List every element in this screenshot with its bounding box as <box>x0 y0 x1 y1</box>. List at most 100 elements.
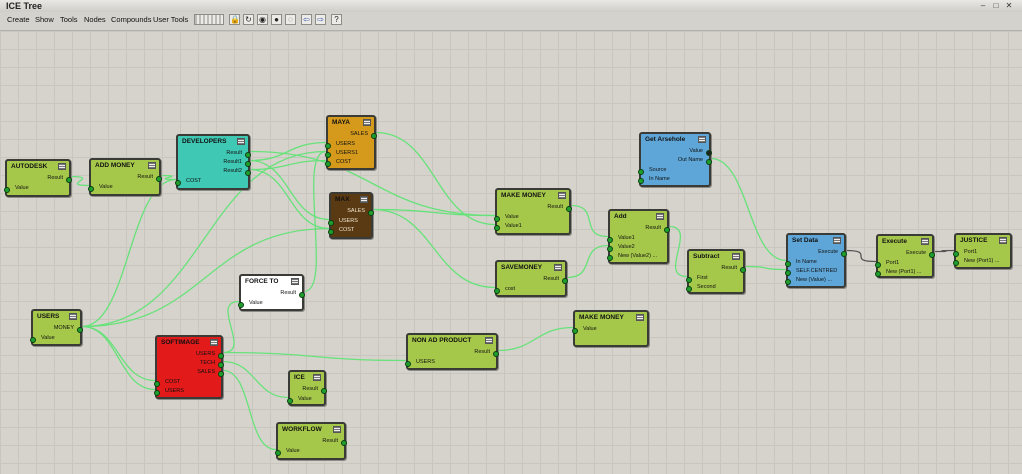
input-port-dot[interactable] <box>325 160 331 167</box>
output-port-dot[interactable] <box>218 352 224 359</box>
input-port-dot[interactable] <box>785 278 791 285</box>
node-menu-icon[interactable] <box>554 264 562 271</box>
minimize-icon[interactable]: – <box>980 1 986 10</box>
output-port[interactable]: Result <box>474 349 490 355</box>
back-arrow-icon[interactable]: ⇦ <box>301 14 312 25</box>
input-port-dot[interactable] <box>154 380 160 387</box>
input-port[interactable]: USERS1 <box>336 150 359 156</box>
input-port-dot[interactable] <box>953 259 959 266</box>
input-port[interactable]: USERS <box>416 359 435 365</box>
output-port-dot[interactable] <box>929 251 935 258</box>
output-port-dot[interactable] <box>664 226 670 233</box>
input-port[interactable]: Value <box>298 396 312 402</box>
menu-show[interactable]: Show <box>35 15 54 24</box>
output-port-dot[interactable] <box>566 205 572 212</box>
input-port[interactable]: Value <box>41 335 55 341</box>
input-port[interactable]: cost <box>505 286 516 292</box>
output-port[interactable]: SALES <box>197 369 215 375</box>
input-port-dot[interactable] <box>154 389 160 396</box>
input-port[interactable]: Second <box>697 284 716 290</box>
input-port[interactable]: New (Value2) ... <box>618 253 658 259</box>
help-icon[interactable]: ? <box>331 14 342 25</box>
output-port-dot[interactable] <box>245 151 251 158</box>
output-port[interactable]: MONEY <box>53 325 74 331</box>
input-port-dot[interactable] <box>494 287 500 294</box>
input-port-dot[interactable] <box>638 168 644 175</box>
input-port[interactable]: USERS <box>165 388 184 394</box>
output-port[interactable]: SALES <box>350 131 368 137</box>
output-port[interactable]: SALES <box>347 208 365 214</box>
output-port-dot[interactable] <box>245 169 251 176</box>
menu-tools[interactable]: Tools <box>60 15 78 24</box>
output-port[interactable]: Execute <box>818 249 838 255</box>
refresh-icon[interactable]: ↻ <box>243 14 254 25</box>
input-port-dot[interactable] <box>4 186 10 193</box>
output-port[interactable]: Result <box>302 386 318 392</box>
input-port-dot[interactable] <box>328 228 334 235</box>
input-port[interactable]: Port1 <box>964 249 978 255</box>
input-port-dot[interactable] <box>607 245 613 252</box>
output-port-dot[interactable] <box>706 149 712 156</box>
input-port[interactable]: Port1 <box>886 260 900 266</box>
node-menu-icon[interactable] <box>698 136 706 143</box>
input-port-dot[interactable] <box>875 261 881 268</box>
output-port[interactable]: Result <box>543 276 559 282</box>
input-port[interactable]: USERS <box>336 141 355 147</box>
input-port[interactable]: COST <box>336 159 352 165</box>
input-port[interactable]: Value1 <box>618 235 635 241</box>
output-port[interactable]: USERS <box>196 351 215 357</box>
node-menu-icon[interactable] <box>636 314 644 321</box>
input-port[interactable]: Value <box>286 448 300 454</box>
node-menu-icon[interactable] <box>360 196 368 203</box>
input-port-dot[interactable] <box>607 236 613 243</box>
input-port-dot[interactable] <box>572 327 578 334</box>
node-menu-icon[interactable] <box>237 138 245 145</box>
node-menu-icon[interactable] <box>485 337 493 344</box>
input-port[interactable]: SELF.CENTRED <box>796 268 838 274</box>
output-port-dot[interactable] <box>299 291 305 298</box>
input-port[interactable]: First <box>697 275 708 281</box>
output-port[interactable]: Execute <box>906 250 926 256</box>
node-menu-icon[interactable] <box>999 237 1007 244</box>
input-port-dot[interactable] <box>287 397 293 404</box>
input-port[interactable]: Value2 <box>618 244 635 250</box>
output-port[interactable]: Result <box>226 150 242 156</box>
output-port-dot[interactable] <box>321 387 327 394</box>
node-menu-icon[interactable] <box>333 426 341 433</box>
input-port[interactable]: Value1 <box>505 223 522 229</box>
input-port[interactable]: Value <box>99 184 113 190</box>
input-port[interactable]: Value <box>583 326 597 332</box>
input-port[interactable]: New (Port1) ... <box>964 258 1000 264</box>
toolbar-grip-icon[interactable] <box>194 14 224 25</box>
output-port-dot[interactable] <box>562 277 568 284</box>
input-port-dot[interactable] <box>494 215 500 222</box>
input-port[interactable]: Value <box>249 300 263 306</box>
input-port-dot[interactable] <box>875 270 881 277</box>
output-port-dot[interactable] <box>368 209 374 216</box>
output-port[interactable]: Result <box>645 225 661 231</box>
output-port[interactable]: Out Name <box>677 157 703 163</box>
input-port-dot[interactable] <box>325 142 331 149</box>
node-menu-icon[interactable] <box>558 192 566 199</box>
output-port-dot[interactable] <box>740 266 746 273</box>
node-menu-icon[interactable] <box>210 339 218 346</box>
output-port-dot[interactable] <box>245 160 251 167</box>
input-port-dot[interactable] <box>785 260 791 267</box>
input-port[interactable]: COST <box>339 227 355 233</box>
